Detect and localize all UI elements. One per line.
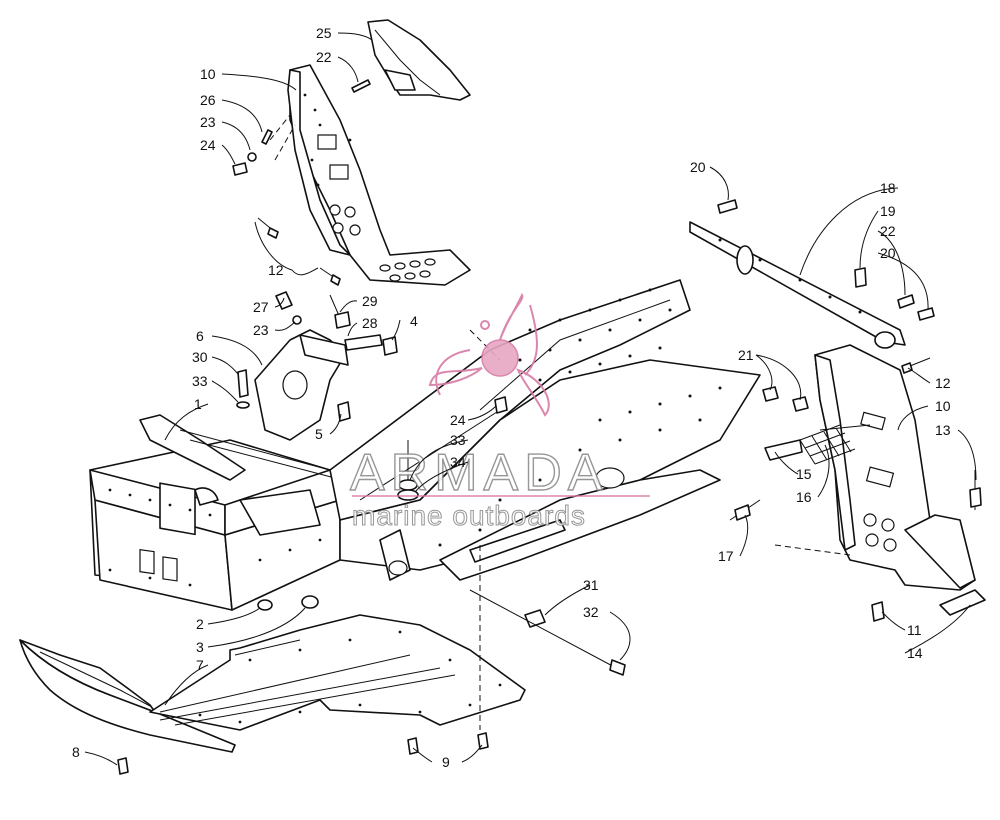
callout-15: 15 <box>796 466 812 482</box>
callout-34: 34 <box>450 454 466 470</box>
callout-28: 28 <box>362 315 378 331</box>
callout-30: 30 <box>192 349 208 365</box>
callout-2: 2 <box>196 616 204 632</box>
callout-6: 6 <box>196 328 204 344</box>
callout-20: 20 <box>690 159 706 175</box>
callout-24: 24 <box>200 137 216 153</box>
callout-32: 32 <box>583 604 599 620</box>
callout-19: 19 <box>880 203 896 219</box>
callout-33: 33 <box>192 373 208 389</box>
callout-23: 23 <box>200 114 216 130</box>
callout-11: 11 <box>907 622 922 638</box>
watermark-logo <box>428 292 550 417</box>
callout-23: 23 <box>253 322 269 338</box>
callout-33: 33 <box>450 432 466 448</box>
callout-16: 16 <box>796 489 812 505</box>
callout-13: 13 <box>935 422 951 438</box>
callout-12: 12 <box>268 262 284 278</box>
callout-20: 20 <box>880 245 896 261</box>
handlebar-cover <box>367 19 471 101</box>
skid-plate <box>149 614 526 731</box>
callout-8: 8 <box>72 744 80 760</box>
callout-14: 14 <box>907 645 923 661</box>
rear-bumper <box>799 344 976 591</box>
callout-26: 26 <box>200 92 216 108</box>
callout-27: 27 <box>253 299 269 315</box>
watermark-brand: ARMADA <box>350 444 608 502</box>
watermark: ARMADA marine outboards <box>349 292 650 532</box>
callout-22: 22 <box>316 49 332 65</box>
callout-10: 10 <box>200 66 216 82</box>
mesh-pattern <box>799 424 856 465</box>
steering-post <box>287 64 471 286</box>
chassis-front <box>89 414 341 611</box>
callout-25: 25 <box>316 25 332 41</box>
callout-1: 1 <box>194 396 202 412</box>
callout-29: 29 <box>362 293 378 309</box>
callout-9: 9 <box>442 754 450 770</box>
steering-support <box>254 329 349 441</box>
callout-17: 17 <box>718 548 734 564</box>
tunnel-frame <box>329 279 761 581</box>
callout-10: 10 <box>935 398 951 414</box>
callout-12: 12 <box>935 375 951 391</box>
callout-21: 21 <box>738 347 754 363</box>
callout-4: 4 <box>410 313 418 329</box>
leader-lines <box>84 32 977 766</box>
callout-7: 7 <box>196 657 204 673</box>
callout-22: 22 <box>880 223 896 239</box>
callout-3: 3 <box>196 639 204 655</box>
callout-24: 24 <box>450 412 466 428</box>
watermark-tagline: marine outboards <box>352 500 586 531</box>
callout-5: 5 <box>315 426 323 442</box>
callout-18: 18 <box>880 180 896 196</box>
callout-labels: 25 22 10 26 23 24 12 27 23 29 28 4 6 30 … <box>72 25 951 770</box>
callout-31: 31 <box>583 577 599 593</box>
cross-shaft <box>689 221 906 349</box>
